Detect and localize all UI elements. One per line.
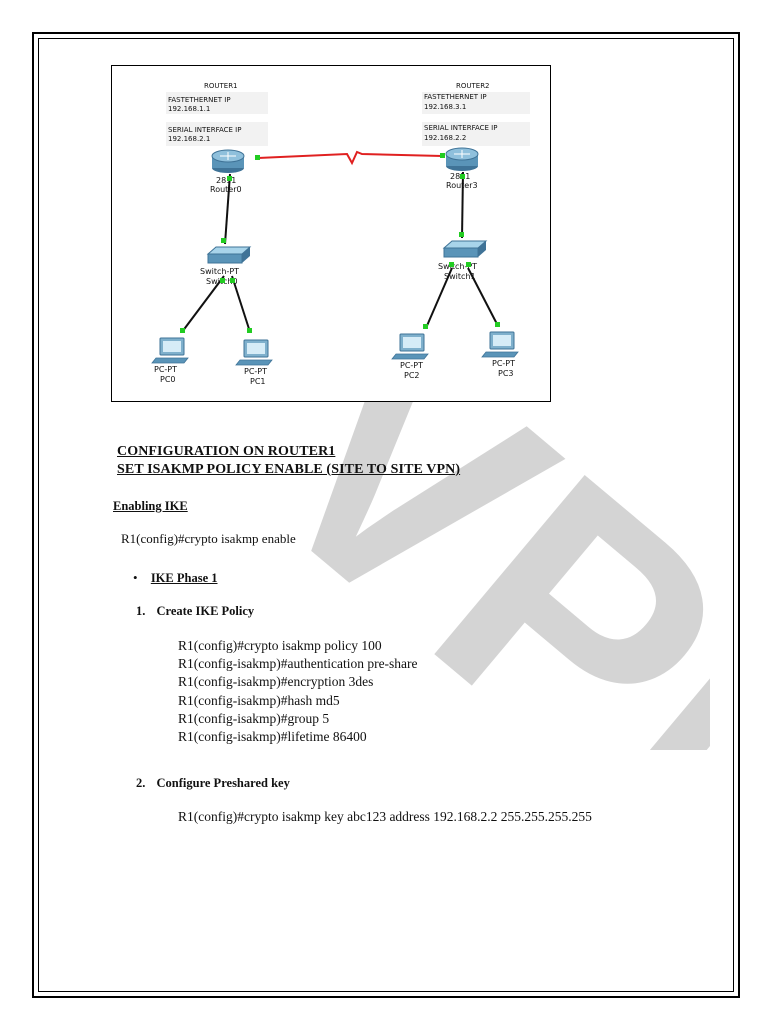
router1-title: ROUTER1 (204, 82, 238, 90)
router2-title: ROUTER2 (456, 82, 490, 90)
policy-command: R1(config-isakmp)#group 5 (178, 710, 330, 726)
router2-fe-ip: 192.168.3.1 (424, 103, 466, 111)
pc0-name: PC0 (160, 375, 176, 384)
pc-icon-pc0 (151, 337, 189, 364)
port-lights (180, 153, 500, 333)
pc1-name: PC1 (250, 377, 266, 386)
pc3-name: PC3 (498, 369, 514, 378)
switch0-type: Switch-PT (200, 267, 239, 276)
switch-icon-switch0 (206, 246, 252, 264)
page-inner-border (38, 38, 734, 992)
router1-fe-label: FASTETHERNET IP (168, 96, 231, 104)
router1-serial-label: SERIAL INTERFACE IP (168, 126, 241, 134)
router2-fe-label: FASTETHERNET IP (424, 93, 487, 101)
policy-command: R1(config-isakmp)#lifetime 86400 (178, 729, 367, 745)
pc1-type: PC-PT (244, 367, 267, 376)
page-outer-border (32, 32, 740, 998)
step1-title: Create IKE Policy (156, 604, 255, 618)
policy-command: R1(config)#crypto isakmp policy 100 (178, 638, 382, 653)
preshared-key-command: R1(config)#crypto isakmp key abc123 addr… (178, 809, 592, 824)
router-icon-router0 (211, 149, 245, 173)
pc-icon-pc1 (235, 339, 273, 366)
bullet-ike-phase1: • IKE Phase 1 (133, 570, 218, 586)
policy-command-block: R1(config)#crypto isakmp policy 100 R1(c… (178, 637, 418, 746)
switch1-name: Switch1 (444, 272, 476, 281)
heading-line2: SET ISAKMP POLICY ENABLE (SITE TO SITE V… (117, 462, 461, 477)
network-diagram: ROUTER1 FASTETHERNET IP 192.168.1.1 SERI… (111, 65, 551, 402)
router2-serial-ip: 192.168.2.2 (424, 134, 466, 142)
router1-serial-ip: 192.168.2.1 (168, 135, 210, 143)
pc-icon-pc2 (391, 333, 429, 360)
pc0-type: PC-PT (154, 365, 177, 374)
switch-icon-switch1 (442, 240, 488, 258)
ike-phase1-label: IKE Phase 1 (150, 571, 218, 585)
bullet-dot: • (133, 570, 138, 585)
policy-command: R1(config-isakmp)#encryption 3des (178, 674, 374, 690)
router0-name: Router0 (210, 185, 242, 194)
key-command-block: R1(config)#crypto isakmp key abc123 addr… (178, 808, 592, 826)
pc2-type: PC-PT (400, 361, 423, 370)
policy-command: R1(config-isakmp)#authentication pre-sha… (178, 656, 418, 672)
pc3-type: PC-PT (492, 359, 515, 368)
pc2-name: PC2 (404, 371, 420, 380)
step2-heading: 2. Configure Preshared key (136, 776, 290, 791)
switch1-type: Switch-PT (438, 262, 477, 271)
enable-command: R1(config)#crypto isakmp enable (121, 531, 296, 546)
router0-model: 2811 (216, 176, 236, 185)
step2-number: 2. (136, 776, 146, 790)
router-icon-router3 (445, 147, 479, 171)
step2-title: Configure Preshared key (156, 776, 290, 790)
heading-line1: CONFIGURATION ON ROUTER1 (117, 444, 336, 459)
pc-icon-pc3 (481, 331, 519, 358)
router3-name: Router3 (446, 181, 478, 190)
enabling-ike-heading: Enabling IKE (113, 499, 188, 513)
policy-command: R1(config-isakmp)#hash md5 (178, 692, 340, 708)
step1-heading: 1. Create IKE Policy (136, 604, 254, 619)
serial-link (257, 150, 443, 166)
router2-serial-label: SERIAL INTERFACE IP (424, 124, 497, 132)
router1-fe-ip: 192.168.1.1 (168, 105, 210, 113)
step1-number: 1. (136, 604, 146, 618)
